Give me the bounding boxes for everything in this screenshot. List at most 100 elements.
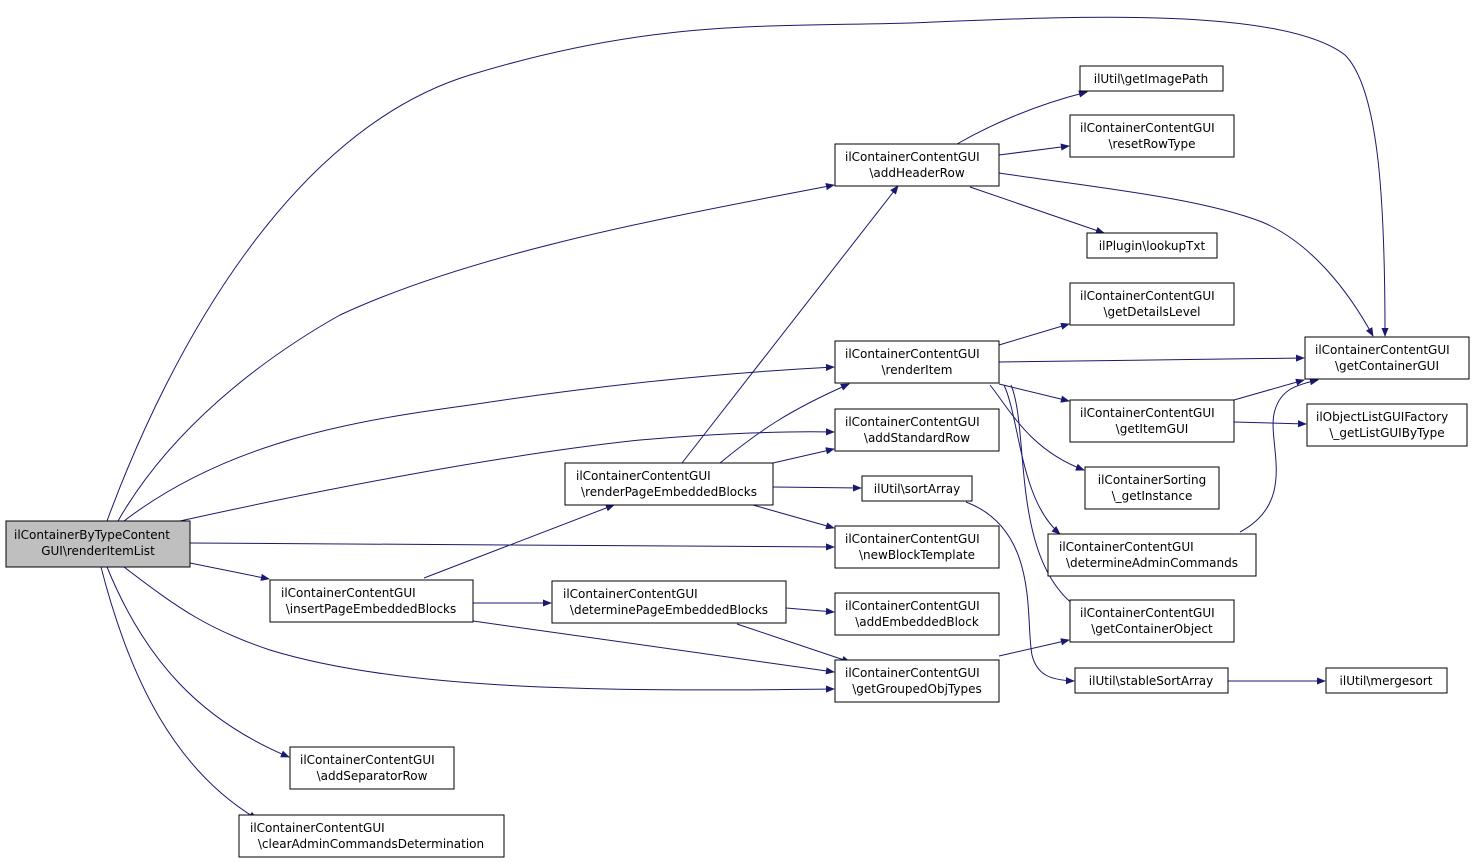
node-label-line-1: ilContainerContentGUI [300,753,435,767]
node-label-line-2: \addSeparatorRow [317,769,428,783]
node-mergesort[interactable]: ilUtil\mergesort [1325,667,1448,694]
node-label-line-1: ilContainerContentGUI [576,469,711,483]
edge-root-addSeparatorRow [106,566,290,758]
node-label-line-1: ilUtil\getImagePath [1094,72,1209,86]
node-addStandardRow[interactable]: ilContainerContentGUI \addStandardRow [834,408,1000,452]
edge-renderPageEmbeddedBlocks-renderItem [719,383,850,464]
edge-renderItem-getDetailsLevel [998,322,1070,346]
edge-renderPageEmbeddedBlocks-addStandardRow [772,447,835,464]
node-renderItemList[interactable]: ilContainerByTypeContent GUI\renderItemL… [5,520,191,568]
node-label-line-1: ilContainerContentGUI [1080,406,1215,420]
node-addSeparatorRow[interactable]: ilContainerContentGUI \addSeparatorRow [289,746,455,790]
edge-sortArray-stableSortArray [965,501,1075,685]
edge-addHeaderRow-getContainerGUI [998,172,1374,337]
node-label-line-1: ilContainerContentGUI [1315,343,1450,357]
node-label-line-2: GUI\renderItemList [41,544,155,558]
node-label-line-1: ilObjectListGUIFactory [1316,410,1448,424]
node-insertPageEmbeddedBlocks[interactable]: ilContainerContentGUI \insertPageEmbedde… [269,579,474,623]
node-label-line-2: \insertPageEmbeddedBlocks [286,602,457,616]
node-label-line-1: ilContainerContentGUI [563,587,698,601]
edge-root-clearAdminCommands [100,566,258,820]
node-addHeaderRow[interactable]: ilContainerContentGUI \addHeaderRow [834,143,1000,187]
edge-addHeaderRow-getImagePath [956,90,1088,145]
node-getDetailsLevel[interactable]: ilContainerContentGUI \getDetailsLevel [1069,282,1235,326]
node-label-line-1: ilContainerContentGUI [845,532,980,546]
node-getImagePath[interactable]: ilUtil\getImagePath [1079,65,1224,92]
node-resetRowType[interactable]: ilContainerContentGUI \resetRowType [1069,114,1235,158]
edge-addHeaderRow-lookupTxt [969,186,1105,234]
edge-renderItem-getItemGUI [998,383,1070,403]
edge-getItemGUI-getContainerGUI [1233,378,1305,401]
edge-renderItem-getInstance [989,384,1085,471]
edge-determinePageEmbeddedBlocks-getGroupedObjTypes [736,623,851,663]
node-determinePageEmbeddedBlocks[interactable]: ilContainerContentGUI \determinePageEmbe… [551,580,787,624]
node-label-line-1: ilContainerContentGUI [1059,540,1194,554]
node-getContainerObject[interactable]: ilContainerContentGUI \getContainerObjec… [1069,599,1235,643]
node-newBlockTemplate[interactable]: ilContainerContentGUI \newBlockTemplate [834,525,1000,569]
node-label-line-1: ilContainerContentGUI [845,347,980,361]
node-label-line-2: \getItemGUI [1116,422,1189,436]
node-getInstance[interactable]: ilContainerSorting \_getInstance [1084,466,1220,510]
node-label-line-2: \_getListGUIByType [1329,426,1444,440]
edge-root-newBlockTemplate [189,542,835,551]
node-label-line-2: \getContainerGUI [1335,359,1439,373]
node-label-line-2: \renderPageEmbeddedBlocks [581,485,757,499]
node-label-line-1: ilContainerSorting [1098,473,1206,487]
node-label-line-1: ilContainerContentGUI [281,586,416,600]
edge-getGroupedObjTypes-getContainerObject [998,638,1070,657]
edge-renderItem-getContainerObject [1010,384,1079,609]
edge-insertPageEmbeddedBlocks-renderPageEmbeddedBlocks [423,504,615,579]
node-label-line-1: ilContainerContentGUI [1080,121,1215,135]
node-label-line-1: ilContainerContentGUI [845,415,980,429]
node-addEmbeddedBlock[interactable]: ilContainerContentGUI \addEmbeddedBlock [834,592,1000,636]
edge-renderItem-determineAdminCommands [1003,384,1061,535]
edge-root-renderItem [123,363,835,522]
node-getGroupedObjTypes[interactable]: ilContainerContentGUI \getGroupedObjType… [834,659,1000,703]
node-label-line-1: ilUtil\sortArray [874,482,960,496]
edges [100,16,1389,820]
node-renderItem[interactable]: ilContainerContentGUI \renderItem [834,340,1000,384]
node-renderPageEmbeddedBlocks[interactable]: ilContainerContentGUI \renderPageEmbedde… [564,462,774,506]
node-label-line-1: ilContainerContentGUI [1080,606,1215,620]
edge-renderItem-getContainerGUI [998,354,1305,363]
node-lookupTxt[interactable]: ilPlugin\lookupTxt [1086,232,1218,259]
node-label-line-2: \renderItem [882,363,953,377]
node-determineAdminCommands[interactable]: ilContainerContentGUI \determineAdminCom… [1047,533,1257,577]
node-getItemGUI[interactable]: ilContainerContentGUI \getItemGUI [1069,399,1235,443]
node-label-line-1: ilContainerContentGUI [845,150,980,164]
edge-insertPageEmbeddedBlocks-getGroupedObjTypes [472,620,835,675]
node-label-line-1: ilContainerByTypeContent [14,528,170,542]
node-stableSortArray[interactable]: ilUtil\stableSortArray [1074,667,1229,694]
node-label-line-2: \getDetailsLevel [1103,305,1200,319]
nodes: ilContainerByTypeContent GUI\renderItemL… [5,65,1470,858]
node-label-line-2: \getContainerObject [1091,622,1213,636]
edge-renderPageEmbeddedBlocks-newBlockTemplate [752,504,835,530]
node-label-line-2: \addHeaderRow [869,166,964,180]
node-label-line-1: ilContainerContentGUI [1080,289,1215,303]
node-label-line-1: ilContainerContentGUI [250,821,385,835]
node-label-line-2: \resetRowType [1109,137,1196,151]
edge-root-getContainerGUI [106,16,1389,522]
node-label-line-2: \addEmbeddedBlock [855,615,979,629]
node-label-line-1: ilUtil\stableSortArray [1089,674,1213,688]
edge-root-addHeaderRow [117,183,835,522]
node-sortArray[interactable]: ilUtil\sortArray [861,475,973,502]
node-getListGUIByType[interactable]: ilObjectListGUIFactory \_getListGUIByTyp… [1306,403,1468,447]
node-label-line-1: ilContainerContentGUI [845,666,980,680]
edge-renderPageEmbeddedBlocks-sortArray [772,484,862,492]
node-label-line-1: ilUtil\mergesort [1340,674,1433,688]
node-clearAdminCommandsDetermination[interactable]: ilContainerContentGUI \clearAdminCommand… [238,814,505,858]
edge-determineAdminCommands-getContainerGUI [1239,378,1319,533]
node-label-line-2: \getGroupedObjTypes [852,682,982,696]
edge-root-insertPageEmbeddedBlocks [189,562,270,581]
edge-determinePageEmbeddedBlocks-addEmbeddedBlock [785,607,835,615]
node-label-line-2: \addStandardRow [864,431,970,445]
node-getContainerGUI[interactable]: ilContainerContentGUI \getContainerGUI [1304,336,1470,380]
node-label-line-2: \newBlockTemplate [859,548,975,562]
edge-root-addStandardRow [179,428,835,522]
node-label-line-1: ilPlugin\lookupTxt [1099,239,1206,253]
edge-renderPageEmbeddedBlocks-addHeaderRow [681,185,899,464]
edge-root-getGroupedObjTypes [123,566,835,693]
node-label-line-2: \determineAdminCommands [1066,556,1238,570]
